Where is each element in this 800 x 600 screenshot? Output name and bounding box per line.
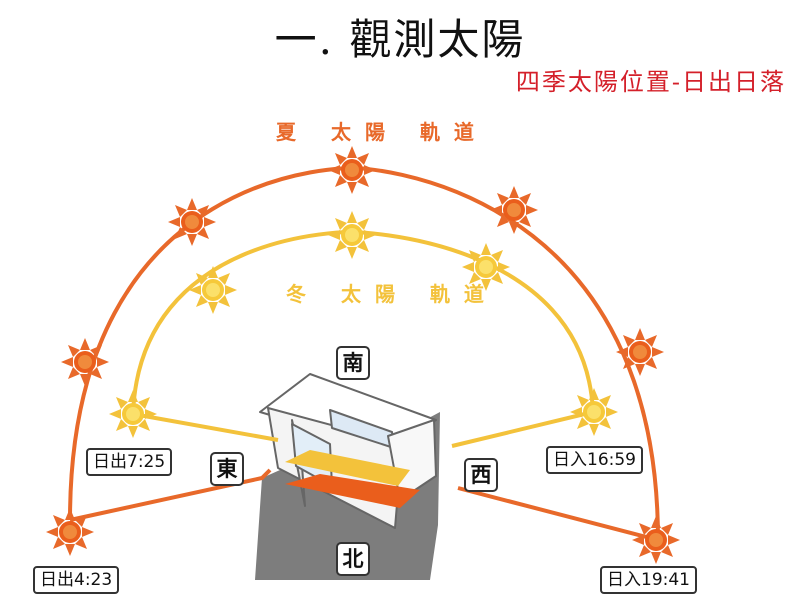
winter-orbit-ground bbox=[451, 410, 594, 448]
page-title: 一. 觀測太陽 bbox=[274, 15, 526, 64]
winter-sun-icon bbox=[570, 388, 618, 436]
summer-sun-icon bbox=[490, 186, 538, 234]
winter-sun-icon bbox=[328, 211, 376, 259]
summer-orbit-label: 夏 太陽 軌道 bbox=[276, 120, 488, 144]
winter-sunlight-patch bbox=[285, 450, 410, 486]
direction-south-label: 南 bbox=[336, 346, 370, 380]
direction-west-label: 西 bbox=[464, 458, 498, 492]
winter-sun-icon bbox=[462, 243, 510, 291]
summer-sun-icon bbox=[61, 338, 109, 386]
winter-sun-icon bbox=[109, 390, 157, 438]
winter-orbit-path bbox=[132, 412, 279, 442]
summer-sun-icon bbox=[616, 328, 664, 376]
summer-sun-icon bbox=[46, 508, 94, 556]
summer-orbit-path bbox=[69, 468, 272, 522]
page-subtitle: 四季太陽位置-日出日落 bbox=[515, 68, 786, 96]
winter-orbit-arc bbox=[131, 230, 595, 415]
winter-orbit-label: 冬 太陽 軌道 bbox=[286, 282, 498, 306]
summer-sunset-time: 日入19:41 bbox=[600, 566, 697, 594]
winter-sunrise-time: 日出7:25 bbox=[86, 448, 173, 476]
summer-orbit-ground bbox=[457, 486, 659, 542]
direction-east-label: 東 bbox=[210, 452, 244, 486]
direction-north-label: 北 bbox=[336, 542, 370, 576]
summer-sunlight-patch bbox=[285, 474, 420, 508]
summer-sun-icon bbox=[632, 516, 680, 564]
winter-sunset-time: 日入16:59 bbox=[546, 446, 643, 474]
summer-sun-icon bbox=[328, 146, 376, 194]
winter-sun-icon bbox=[189, 266, 237, 314]
summer-sunrise-time: 日出4:23 bbox=[33, 566, 120, 594]
summer-sun-icon bbox=[168, 198, 216, 246]
